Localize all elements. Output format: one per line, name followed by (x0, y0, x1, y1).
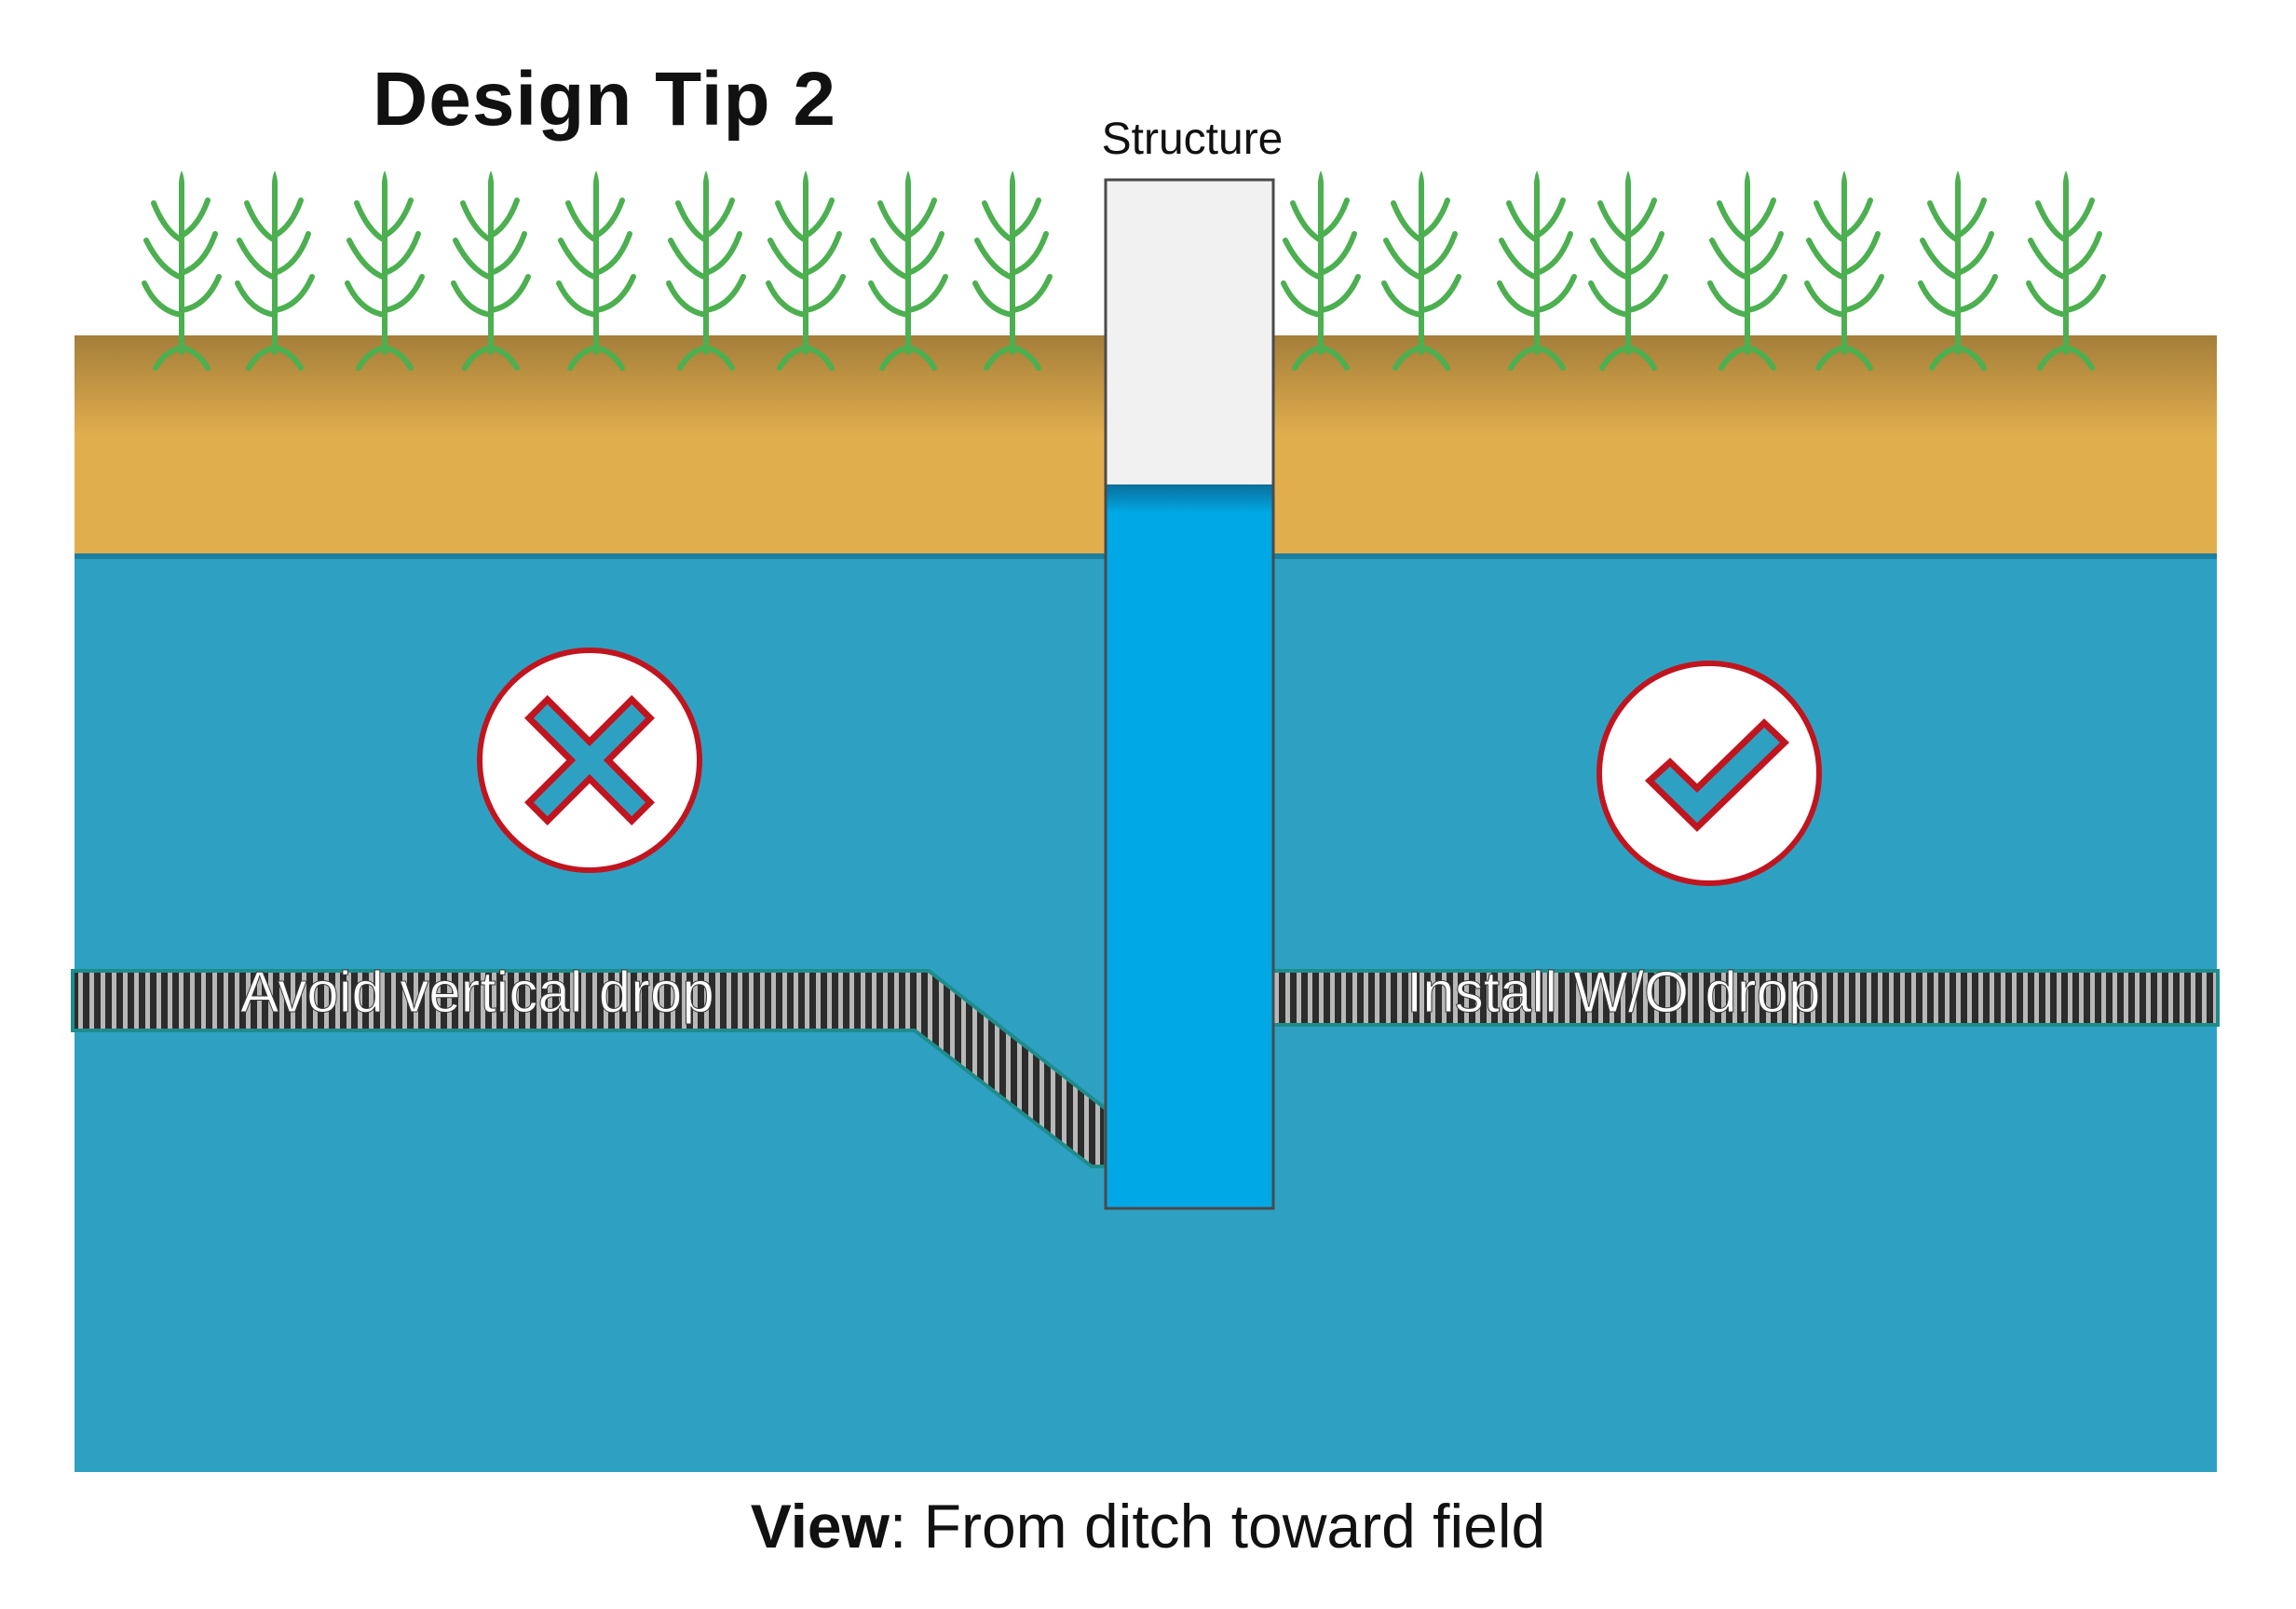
caption-bold: View (750, 1492, 890, 1561)
x-badge (477, 648, 702, 873)
page-title: Design Tip 2 (373, 57, 837, 142)
check-icon (1644, 718, 1790, 832)
left-pipe-label: Avoid vertical drop (240, 961, 715, 1026)
structure-water (1106, 484, 1273, 1208)
caption-text: : From ditch toward field (889, 1492, 1546, 1561)
structure-air (1106, 180, 1273, 487)
control-structure (1104, 178, 1275, 1210)
left-drain-pipe (71, 969, 1107, 1168)
view-caption: View: From ditch toward field (0, 1491, 2296, 1561)
check-badge (1596, 661, 1822, 886)
structure-label: Structure (1101, 115, 1284, 164)
x-icon (523, 694, 656, 826)
structure-outline (1104, 178, 1275, 1210)
right-pipe-label: Install W/O drop (1406, 961, 1821, 1026)
